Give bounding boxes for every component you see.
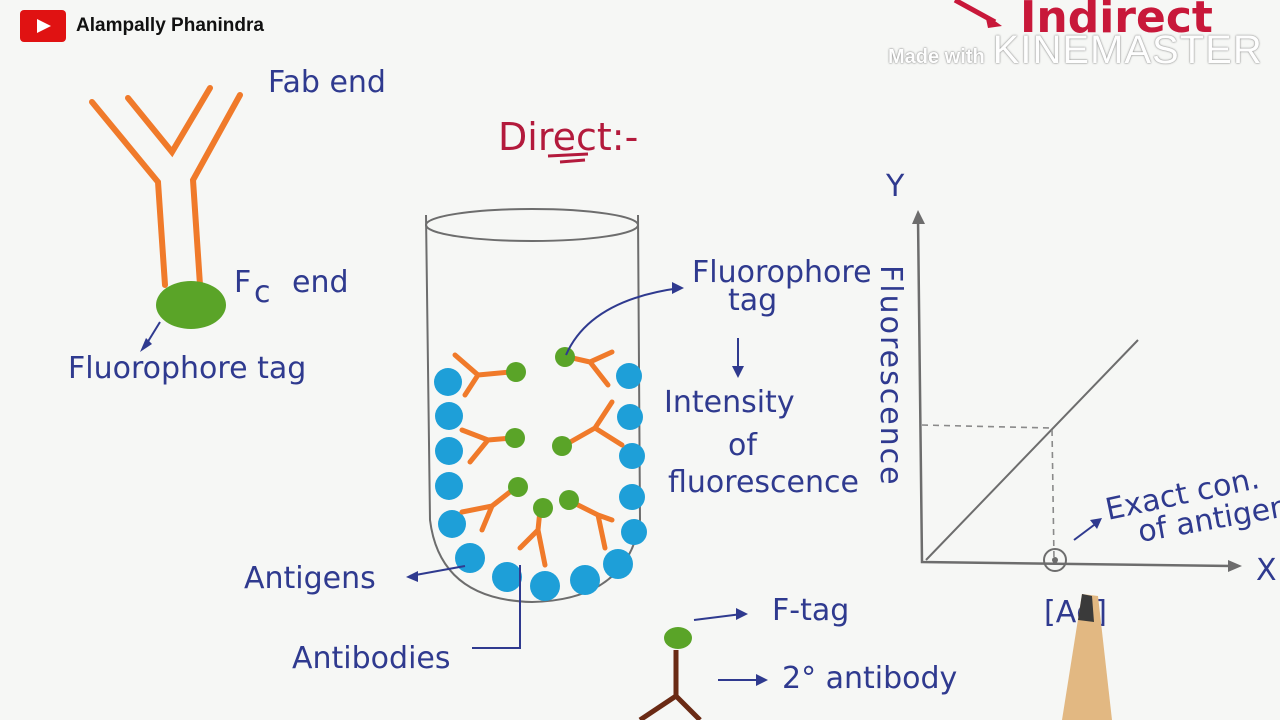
antigen-point-dot — [1052, 557, 1058, 563]
fluorophore-pointer-head — [672, 282, 684, 294]
antigen-cluster — [434, 363, 647, 601]
fluorophore-tag-label: Fluorophore tag — [68, 351, 306, 386]
direct-underline — [547, 152, 589, 164]
fc-end-label-main: F — [234, 265, 251, 300]
graph-y-axis-title: Fluorescence — [873, 265, 908, 487]
intensity-label-line3: fluorescence — [668, 465, 859, 500]
intensity-label-line1: Intensity — [664, 385, 795, 420]
fab-end-label: Fab end — [268, 65, 386, 100]
graph-x-label: X — [1256, 553, 1277, 588]
fc-end-label-rest: end — [292, 265, 349, 300]
fc-end-label-sub: c — [254, 275, 271, 310]
antibodies-label: Antibodies — [292, 641, 451, 676]
fluorophore-tags — [505, 347, 579, 518]
watermark-made-with: Made with — [888, 46, 985, 68]
tag-pointer-head — [140, 338, 152, 352]
secondary-pointer-head — [756, 674, 768, 686]
intensity-label-line2: of — [728, 428, 758, 463]
antibody-left-arm — [89, 99, 168, 288]
f-tag-pointer-head — [736, 608, 748, 620]
fluorophore-blob — [156, 281, 226, 329]
antibody-cluster — [452, 349, 625, 568]
fluorophore-pointer — [565, 287, 681, 356]
youtube-play-icon — [20, 10, 66, 42]
direct-heading: Direct:- — [498, 115, 638, 159]
antigen-point-marker — [1043, 548, 1067, 572]
graph-axes — [916, 217, 1233, 568]
watermark-brand: KINEMASTER — [992, 28, 1263, 72]
fluorophore-label-line2: tag — [728, 283, 777, 318]
y-axis-arrow-icon — [912, 210, 925, 224]
indirect-heading: Indirect — [1020, 0, 1213, 43]
antibodies-pointer — [472, 565, 521, 649]
graph-y-label: Y — [885, 169, 905, 204]
kinemaster-watermark: Made with KINEMASTER — [888, 28, 1263, 73]
antibody-right-arm — [189, 92, 243, 288]
intensity-arrow-head — [732, 366, 744, 378]
x-axis-arrow-icon — [1228, 560, 1242, 572]
antibody-fab-tips — [125, 85, 213, 158]
indirect-arrow-head — [985, 14, 1002, 28]
antigens-pointer-head — [406, 571, 418, 582]
fluorescence-graph: Y X Fluorescence Exact con. of antigen [… — [873, 169, 1280, 630]
secondary-antibody-label: 2° antibody — [782, 661, 957, 696]
tube-rim — [425, 208, 639, 242]
secondary-antibody: F-tag 2° antibody — [638, 593, 957, 720]
exact-con-pointer-head — [1090, 518, 1102, 529]
f-tag-blob — [664, 627, 692, 649]
antigens-pointer — [409, 565, 466, 577]
calibration-line — [925, 339, 1139, 561]
antibody-diagram: Fab end F c end Fluorophore tag — [68, 65, 386, 386]
fluorophore-label-line1: Fluorophore — [692, 255, 872, 290]
antigens-label: Antigens — [244, 561, 376, 596]
test-tube: Fluorophore tag Intensity of fluorescenc… — [244, 208, 872, 676]
secondary-antibody-shape — [638, 650, 702, 720]
pencil-icon — [1062, 594, 1112, 720]
reading-guide-lines — [921, 424, 1055, 561]
channel-name: Alampally Phanindra — [76, 15, 264, 36]
channel-badge[interactable]: Alampally Phanindra — [20, 10, 264, 42]
f-tag-pointer — [693, 613, 743, 621]
f-tag-label: F-tag — [772, 593, 849, 628]
